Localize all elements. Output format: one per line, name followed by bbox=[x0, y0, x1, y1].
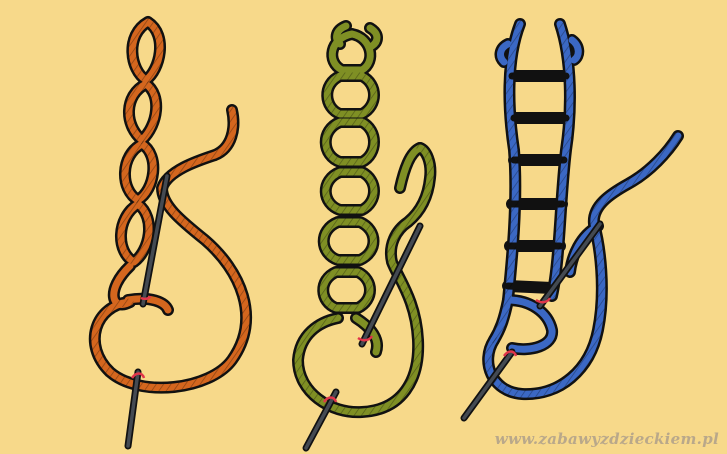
watermark-text: www.zabawyzdzieckiem.pl bbox=[495, 430, 719, 448]
ladder-chain-stitch-panel bbox=[464, 24, 678, 418]
chain-stitch-panel bbox=[95, 22, 246, 446]
open-chain-stitch-panel bbox=[298, 26, 430, 448]
needle-icon bbox=[536, 224, 600, 306]
